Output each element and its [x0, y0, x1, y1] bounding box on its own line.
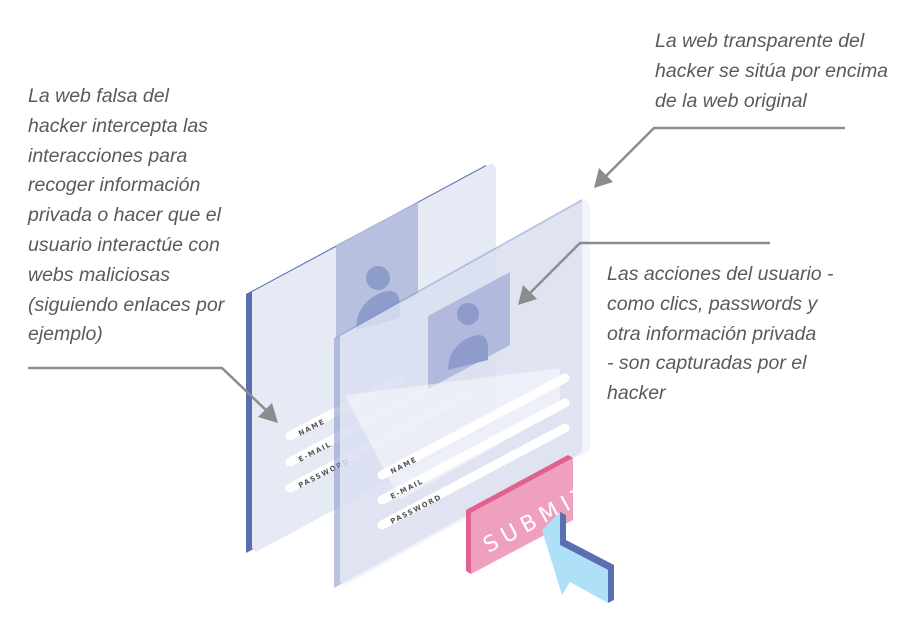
caption-line: La web falsa del	[28, 85, 169, 107]
cursor-arrow-icon	[542, 512, 614, 603]
caption-line: hacker se sitúa por encima	[655, 59, 889, 82]
caption-line: webs maliciosas	[28, 263, 170, 286]
caption-line: de la web original	[655, 89, 807, 112]
caption-line: ejemplo)	[28, 323, 103, 346]
overlay-form	[377, 373, 570, 530]
arrowhead-icon	[518, 285, 537, 305]
caption-line: (siguiendo enlaces por	[28, 293, 225, 316]
mid-right-arrow	[527, 241, 770, 296]
caption-line: - son capturadas por el	[607, 352, 807, 375]
caption-line: hacker	[607, 382, 666, 405]
caption-line: La web transparente del	[655, 30, 865, 52]
caption-line: interacciones para	[28, 144, 188, 167]
arrowhead-icon	[594, 168, 613, 188]
annotation-arrows	[28, 126, 845, 413]
arrowhead-icon	[258, 403, 278, 423]
caption-line: otra información privada	[607, 322, 817, 345]
top-right-arrow	[603, 126, 845, 179]
user-icon	[366, 266, 390, 290]
caption-line: recoger información	[28, 174, 201, 197]
mid-right-caption: Las acciones del usuario - como clics, p…	[607, 260, 834, 409]
hacker-photo-placeholder	[428, 272, 510, 389]
caption-line: Las acciones del usuario -	[607, 263, 834, 285]
left-caption: La web falsa del hacker intercepta las i…	[28, 82, 224, 350]
caption-line: usuario interactúe con	[28, 233, 220, 256]
caption-line: privada o hacer que el	[28, 204, 221, 227]
caption-line: hacker intercepta las	[28, 114, 208, 137]
left-arrow	[28, 366, 269, 413]
top-right-caption: La web transparente del hacker se sitúa …	[655, 27, 888, 116]
user-icon	[457, 303, 479, 325]
caption-line: como clics, passwords y	[607, 292, 818, 315]
